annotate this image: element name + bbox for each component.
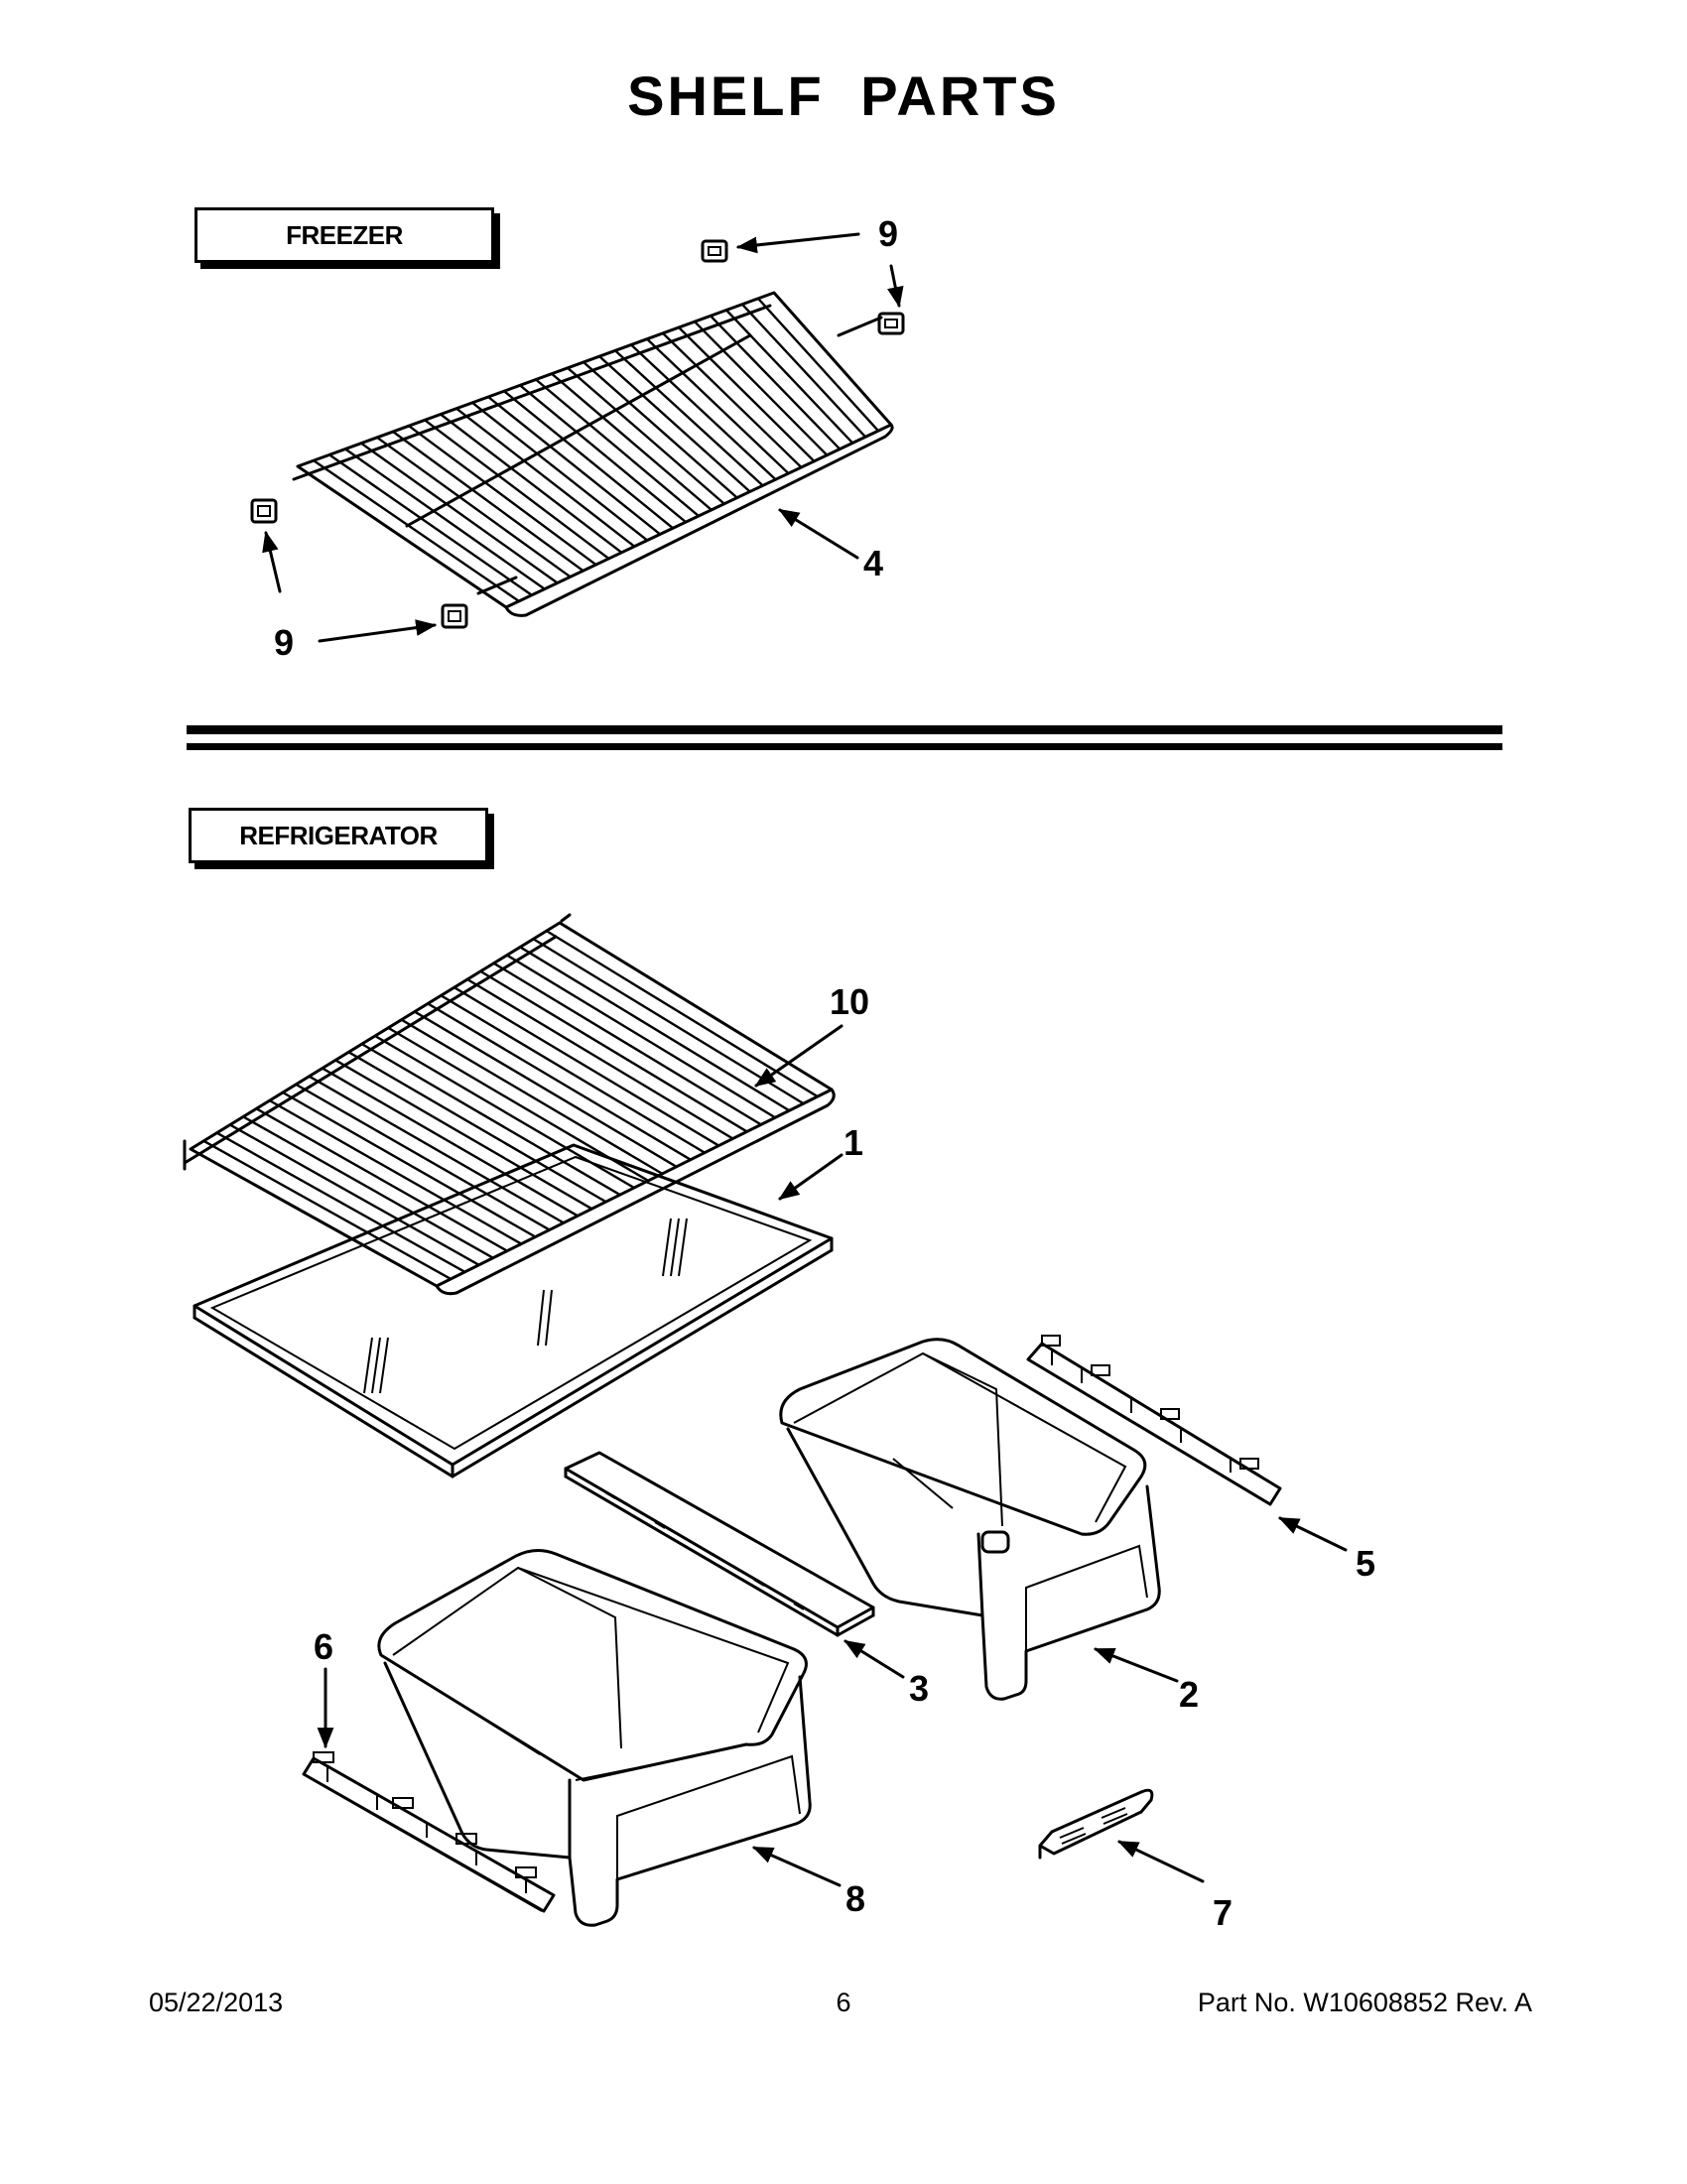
crisper-slide-rail-right	[1026, 1335, 1282, 1506]
refrigerator-wire-shelf	[183, 913, 836, 1296]
humidity-control	[1038, 1788, 1154, 1860]
freezer-wire-shelf	[292, 291, 894, 617]
arrow-9-right	[887, 264, 904, 309]
shelf-support-bottom-right	[441, 603, 468, 629]
callout-6: 6	[314, 1626, 333, 1667]
arrow-4	[778, 508, 859, 560]
shelf-support-top-right	[877, 312, 905, 335]
arrow-5	[1278, 1516, 1348, 1552]
callout-7: 7	[1213, 1892, 1233, 1933]
glass-shelf	[193, 1143, 834, 1478]
arrow-9-bottom	[318, 619, 438, 643]
arrow-9-top	[735, 232, 860, 254]
callout-9-top: 9	[878, 213, 898, 254]
freezer-section-label: FREEZER	[195, 207, 494, 263]
section-divider-bottom	[187, 743, 1502, 750]
crisper-slide-rail-left	[302, 1751, 556, 1913]
callout-1: 1	[844, 1122, 863, 1163]
footer-date: 05/22/2013	[149, 1988, 284, 2017]
refrigerator-section-label: REFRIGERATOR	[189, 808, 488, 863]
callout-3: 3	[909, 1668, 929, 1709]
arrow-7	[1117, 1840, 1205, 1883]
crisper-drawer-left	[377, 1549, 812, 1927]
callout-9-bottom: 9	[274, 622, 294, 663]
arrow-2	[1094, 1647, 1179, 1683]
callout-2: 2	[1179, 1674, 1199, 1715]
section-divider-top	[187, 725, 1502, 734]
arrow-3	[844, 1639, 905, 1679]
callout-8: 8	[845, 1878, 865, 1919]
crisper-drawer-right	[779, 1338, 1161, 1701]
arrow-1	[778, 1153, 844, 1201]
callout-10: 10	[830, 981, 869, 1022]
arrow-10	[754, 1024, 844, 1088]
shelf-support-top-left	[701, 239, 728, 263]
page-title: SHELF PARTS	[627, 64, 1060, 127]
shelf-support-bottom-left	[250, 498, 278, 524]
footer-part-number: Part No. W10608852 Rev. A	[1197, 1988, 1532, 2017]
footer-page-number: 6	[836, 1988, 851, 2017]
callout-4: 4	[863, 543, 883, 583]
arrow-8	[752, 1846, 842, 1887]
arrow-9-left	[262, 530, 282, 593]
callout-5: 5	[1356, 1543, 1375, 1584]
crisper-cover	[564, 1451, 875, 1637]
